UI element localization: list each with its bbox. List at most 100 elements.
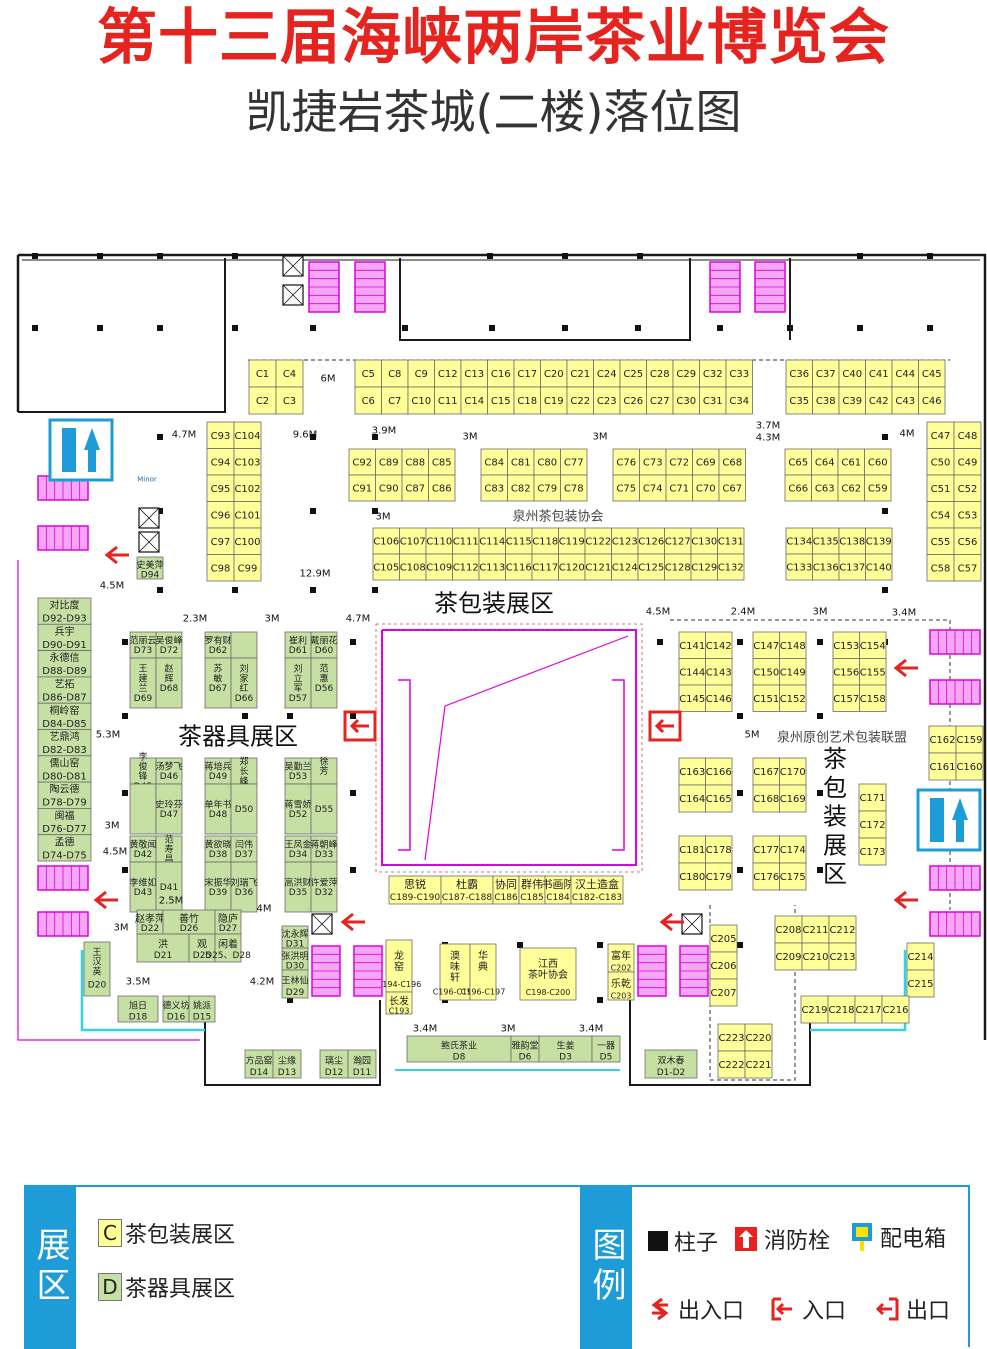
booth-C65 <box>784 448 812 476</box>
booth-C56 <box>953 527 982 555</box>
booth-C161-label: C161 <box>929 762 955 773</box>
booth-C220-label: C220 <box>745 1033 771 1044</box>
booth-C139 <box>865 527 893 555</box>
booth-C140-label: C140 <box>866 563 892 574</box>
booth-C159-label: C159 <box>956 735 982 746</box>
pillar-icon <box>648 1231 668 1251</box>
zone-d-chip: D <box>98 1273 122 1301</box>
booth-d-col-4 <box>37 702 92 730</box>
booth-C128-label: C128 <box>665 563 691 574</box>
dimension-6: 3.7M <box>756 421 781 432</box>
booth-C34 <box>725 386 753 415</box>
booth-C105 <box>372 553 400 581</box>
pillar-3 <box>232 325 238 331</box>
booth-d-misc-name-5: 方品窑 <box>245 1054 272 1066</box>
booth-C110-label: C110 <box>426 537 452 548</box>
booth-d-col-name-0: 对比度 <box>50 599 80 612</box>
wall-bottom-left-bay <box>204 1000 381 1086</box>
booth-d-misc-14 <box>538 1035 593 1063</box>
booth-C208 <box>774 915 803 944</box>
booth-C3-label: C3 <box>283 396 296 407</box>
booth-C34-label: C34 <box>729 396 749 407</box>
booth-C84-label: C84 <box>484 458 504 469</box>
booth-C130-label: C130 <box>691 537 717 548</box>
booth-C3 <box>275 386 304 415</box>
dimension-9: 3M <box>376 512 391 523</box>
booth-C146 <box>705 684 733 712</box>
booth-C23 <box>593 386 621 415</box>
booth-C170-label: C170 <box>780 767 806 778</box>
booth-c-misc-0 <box>385 939 413 993</box>
booth-C108 <box>399 553 427 581</box>
power-box-label: 配电箱 <box>880 1227 947 1252</box>
booth-d-col-code-7: D78-D79 <box>42 798 86 809</box>
pillar-61 <box>737 867 743 873</box>
pillar-6 <box>489 325 495 331</box>
booth-C102 <box>233 474 262 502</box>
booth-C54-label: C54 <box>931 510 951 521</box>
booth-C58 <box>926 554 955 582</box>
booth-d-bottom-name-5: 闲着 <box>218 937 238 950</box>
pillar-4 <box>310 325 316 331</box>
restroom-male-icon-0 <box>62 428 76 472</box>
dimension-4: 3M <box>463 432 478 443</box>
pillar-11 <box>857 325 863 331</box>
booth-C148 <box>779 631 807 659</box>
booth-C35-label: C35 <box>789 396 809 407</box>
booth-d-block-5-b-label: 徐芳 <box>319 755 328 777</box>
booth-C150-label: C150 <box>753 667 779 678</box>
booth-C74-label: C74 <box>643 484 663 495</box>
booth-C25-label: C25 <box>623 369 643 380</box>
booth-C115-label: C115 <box>506 537 532 548</box>
entrance-exit-icon <box>651 1297 669 1321</box>
pillar-43 <box>817 639 823 645</box>
booth-C15 <box>487 386 515 415</box>
booth-C217-label: C217 <box>855 1005 881 1016</box>
office-wall-center <box>399 258 691 341</box>
entrance-icon <box>771 1297 792 1321</box>
booth-d-col-5 <box>37 729 92 757</box>
booth-C94 <box>206 448 235 476</box>
booth-C98-label: C98 <box>211 563 231 574</box>
booth-C25 <box>619 359 647 388</box>
booth-C170 <box>779 757 807 786</box>
booth-C171-label: C171 <box>859 793 885 804</box>
entrance-exit-label: 出入口 <box>678 1299 745 1324</box>
booth-C75-label: C75 <box>616 484 636 495</box>
booth-C38 <box>812 386 840 415</box>
booth-d-misc-name-16: 双木春 <box>657 1054 684 1066</box>
pillar-56 <box>817 790 823 796</box>
booth-C88-label: C88 <box>405 458 425 469</box>
booth-C42-label: C42 <box>869 396 889 407</box>
booth-C63 <box>811 474 839 502</box>
booth-C223-label: C223 <box>718 1033 744 1044</box>
booth-d-misc-2 <box>117 995 159 1023</box>
booth-d-block-4-b <box>230 757 258 785</box>
booth-d-misc-name-8: 瀚园 <box>353 1054 371 1066</box>
pillar-67 <box>737 942 743 948</box>
booth-C4 <box>275 359 304 388</box>
booth-C86 <box>428 474 456 502</box>
booth-C176-label: C176 <box>753 872 779 883</box>
booth-C76 <box>612 448 640 476</box>
pillar-19 <box>637 253 643 259</box>
booth-C48-label: C48 <box>958 431 978 442</box>
booth-C221 <box>744 1050 773 1079</box>
booth-C157 <box>832 684 860 712</box>
dimension-8: 4M <box>900 429 915 440</box>
booth-C124-label: C124 <box>612 563 638 574</box>
booth-d-misc-4 <box>188 995 216 1023</box>
booth-C31 <box>699 386 727 415</box>
booth-C50-label: C50 <box>931 457 951 468</box>
booth-C78 <box>560 474 588 502</box>
booth-C168 <box>752 784 780 813</box>
booth-C60-label: C60 <box>868 458 888 469</box>
zone-c-text: 茶包装展区 <box>125 1223 236 1248</box>
booth-d-col-3 <box>37 676 92 704</box>
booth-C20 <box>540 359 568 388</box>
